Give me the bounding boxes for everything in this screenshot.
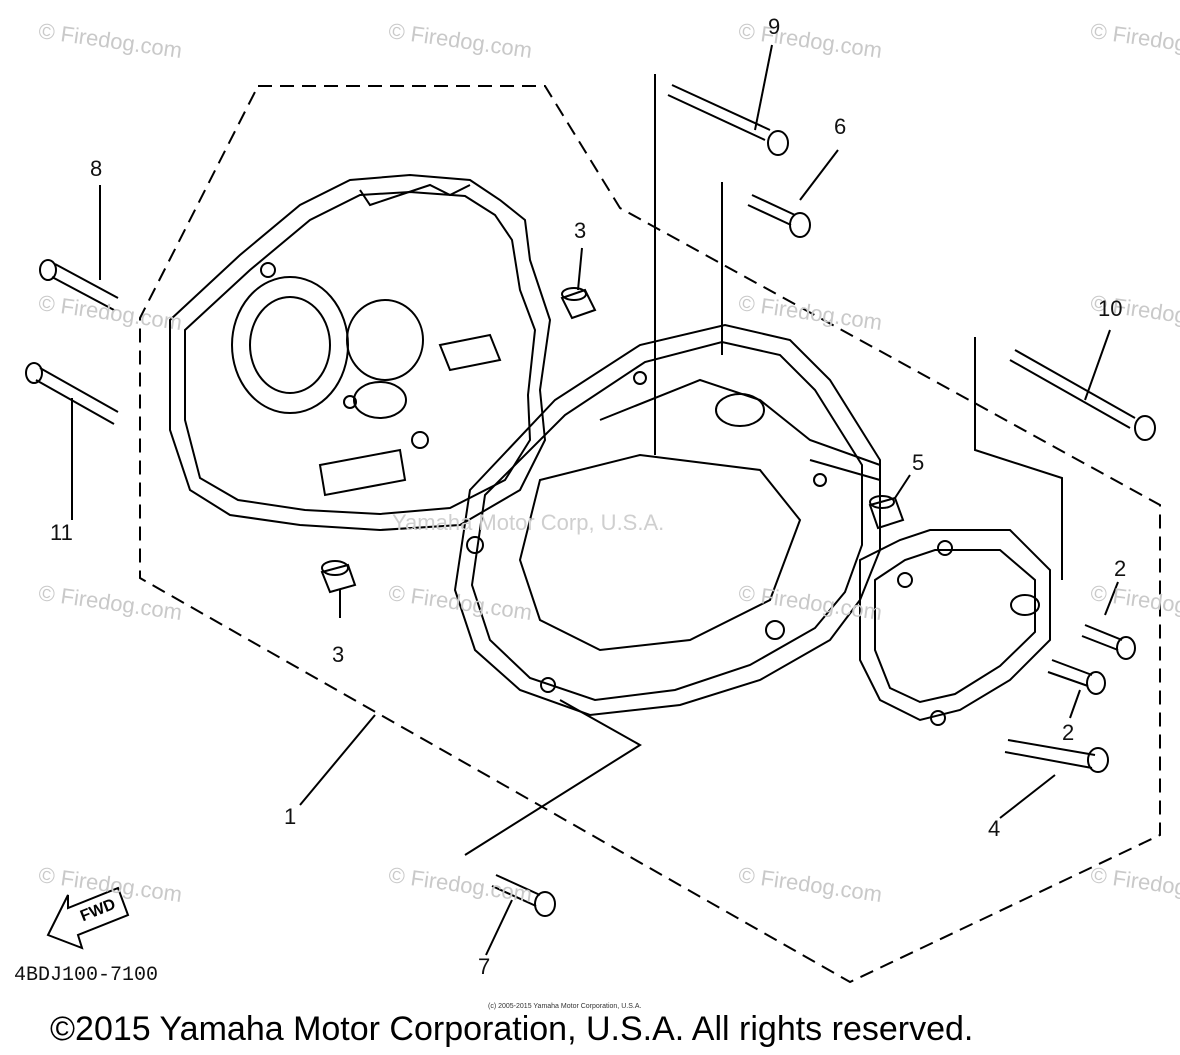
dowel-3-upper (560, 287, 597, 320)
callout-7: 7 (478, 954, 491, 979)
callout-2-lower: 2 (1062, 720, 1075, 745)
dowel-3-lower (320, 560, 357, 594)
left-crankcase-half (169, 173, 552, 532)
fine-print: (c) 2005-2015 Yamaha Motor Corporation, … (488, 1003, 642, 1010)
bolt-6 (747, 194, 811, 238)
callout-4: 4 (988, 816, 1001, 841)
right-crankcase-half (453, 323, 881, 717)
diagram-code: 4BDJ100-7100 (14, 964, 159, 987)
bolt-10 (1009, 349, 1156, 441)
callout-3-lower: 3 (332, 642, 345, 667)
callout-8: 8 (90, 156, 103, 181)
crankcase-cover (859, 529, 1051, 726)
callout-1: 1 (284, 804, 297, 829)
bolt-2-upper (1081, 624, 1136, 660)
bolt-2-lower (1047, 659, 1106, 695)
callout-5: 5 (912, 450, 925, 475)
fwd-arrow (46, 886, 130, 950)
bolt-7 (491, 874, 556, 917)
bolt-8 (39, 259, 119, 311)
callout-3-upper: 3 (574, 218, 587, 243)
assembly-frame-left (139, 85, 1161, 984)
bolt-9 (667, 84, 789, 156)
center-watermark: Yamaha Motor Corp, U.S.A. (392, 510, 665, 535)
callout-9: 9 (768, 14, 781, 39)
callout-10: 10 (1098, 296, 1123, 321)
callout-11: 11 (50, 520, 73, 545)
copyright-notice: ©2015 Yamaha Motor Corporation, U.S.A. A… (50, 1010, 974, 1048)
bolt-11 (25, 362, 119, 425)
bolt-4 (1004, 739, 1109, 773)
callout-2-upper: 2 (1114, 556, 1127, 581)
callout-6: 6 (834, 114, 847, 139)
dowel-5 (868, 495, 905, 530)
